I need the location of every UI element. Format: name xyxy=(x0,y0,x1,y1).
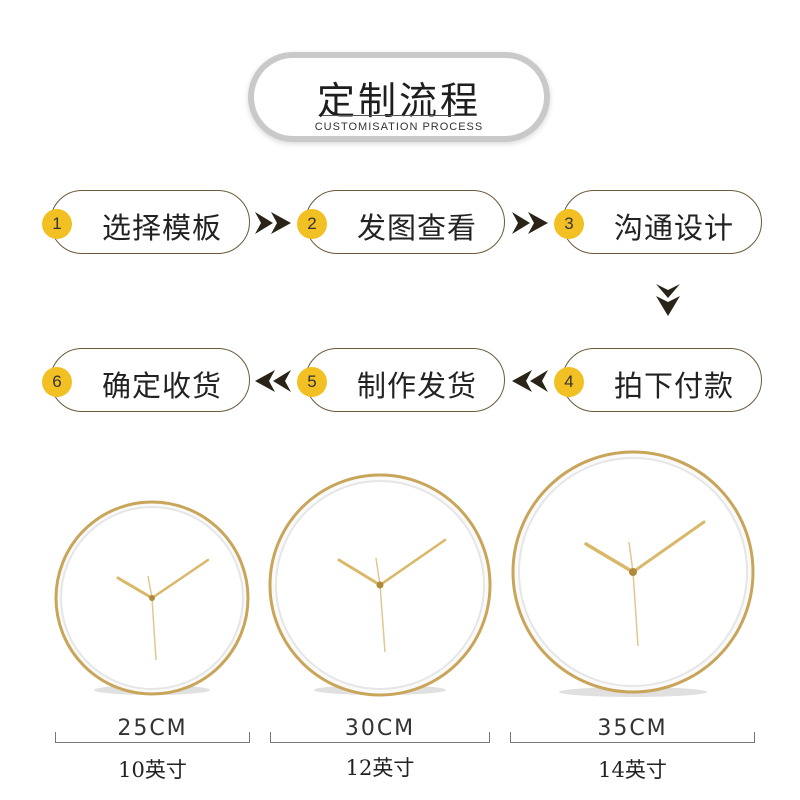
process-title: 定制流程 xyxy=(316,79,481,123)
size-cm-label: 30CM xyxy=(344,716,416,741)
size-inch-label: 10英寸 xyxy=(118,758,187,782)
step-number-badge: 2 xyxy=(297,209,327,239)
step-number-badge: 3 xyxy=(554,209,584,239)
step-1: 1 选择模板 xyxy=(42,190,250,254)
step-label: 沟通设计 xyxy=(613,211,734,245)
step-number-badge: 6 xyxy=(42,367,72,397)
step-label: 制作发货 xyxy=(356,369,477,403)
step-number-badge: 1 xyxy=(42,209,72,239)
step-label: 确定收货 xyxy=(101,369,222,403)
step-label: 拍下付款 xyxy=(613,369,734,403)
process-title-badge: 定制流程 CUSTOMISATION PROCESS xyxy=(248,52,550,142)
process-title-inner: 定制流程 CUSTOMISATION PROCESS xyxy=(254,58,544,136)
step-6: 6 确定收货 xyxy=(42,348,250,412)
size-dimension-line xyxy=(55,732,250,743)
step-3: 3 沟通设计 xyxy=(554,190,762,254)
size-cm-label: 25CM xyxy=(117,716,188,741)
step-number-badge: 4 xyxy=(554,367,584,397)
clock-25cm xyxy=(54,500,250,696)
double-arrow-down-icon xyxy=(656,284,680,316)
step-4: 4 拍下付款 xyxy=(554,348,762,412)
step-2: 2 发图查看 xyxy=(297,190,505,254)
double-arrow-right-icon xyxy=(512,212,548,234)
title-divider xyxy=(322,115,476,116)
process-subtitle: CUSTOMISATION PROCESS xyxy=(314,121,484,133)
step-number-badge: 5 xyxy=(297,367,327,397)
step-label: 选择模板 xyxy=(101,211,222,245)
step-label: 发图查看 xyxy=(356,211,477,245)
clock-35cm xyxy=(511,450,755,697)
step-5: 5 制作发货 xyxy=(297,348,505,412)
double-arrow-left-icon xyxy=(255,370,291,392)
size-inch-label: 12英寸 xyxy=(345,756,415,780)
size-inch-label: 14英寸 xyxy=(598,758,667,782)
size-cm-label: 35CM xyxy=(597,716,668,741)
clock-30cm xyxy=(268,473,492,697)
size-dimension-line xyxy=(270,732,490,743)
size-dimension-line xyxy=(510,732,755,743)
double-arrow-right-icon xyxy=(255,212,291,234)
double-arrow-left-icon xyxy=(512,370,548,392)
